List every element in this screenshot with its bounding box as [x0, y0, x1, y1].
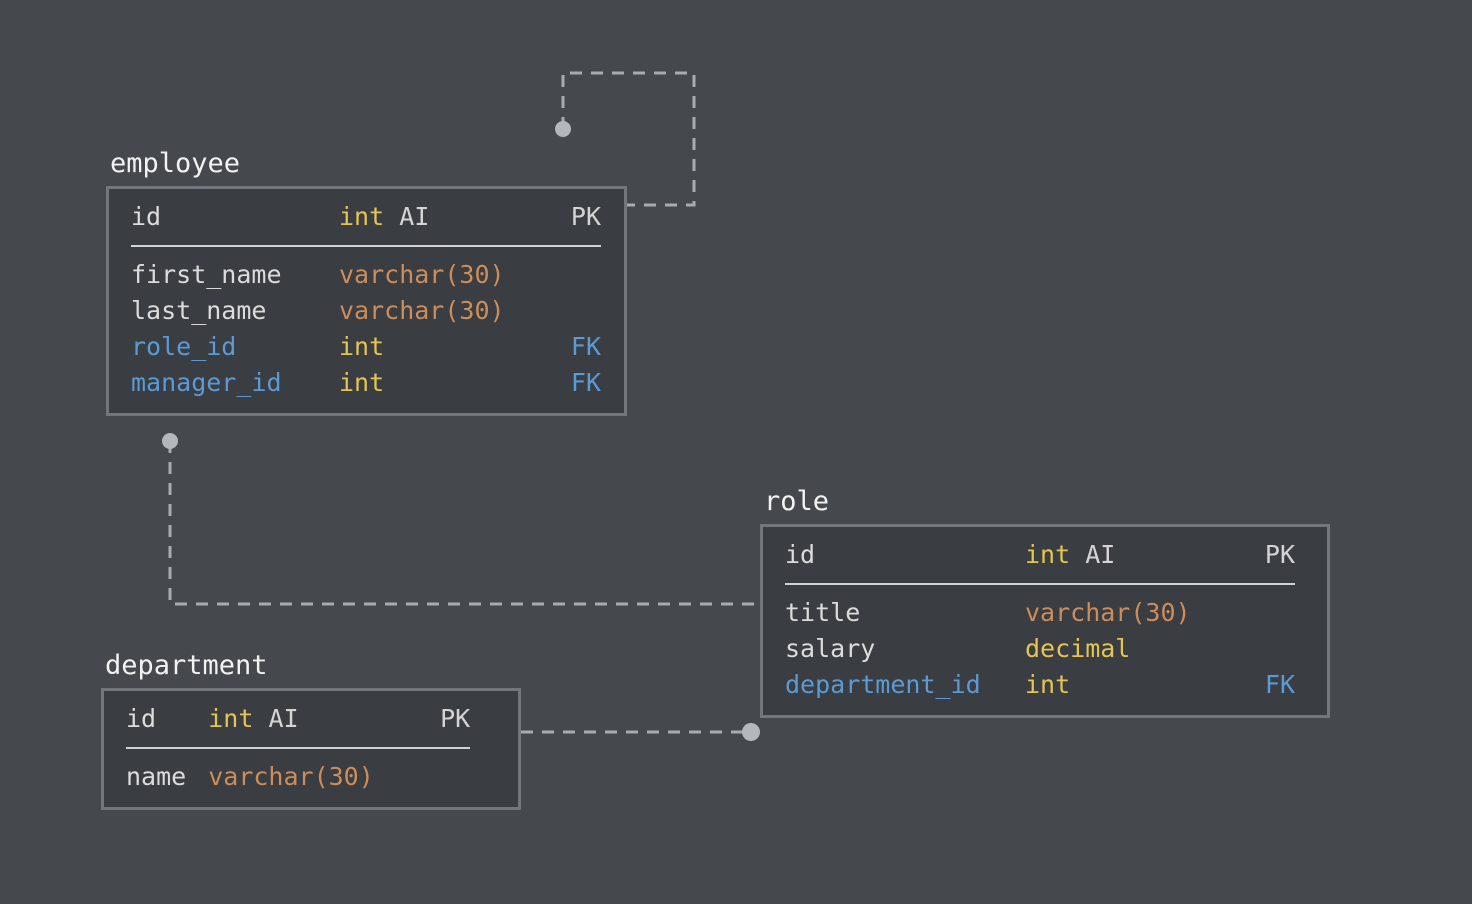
header-divider-row	[785, 575, 1295, 595]
field-table-department: id int AI PK name varchar(30)	[126, 701, 471, 795]
field-key-manager-id: FK	[570, 368, 601, 397]
field-key-salary	[1235, 631, 1295, 667]
connector-line-self-reference	[561, 71, 696, 207]
field-type-id: int AI	[339, 199, 541, 237]
pk-divider	[785, 583, 1295, 585]
field-type-department-id: int	[1025, 670, 1071, 699]
field-name-department-id: department_id	[785, 670, 981, 699]
field-name-name: name	[126, 762, 187, 791]
field-key-last-name	[541, 293, 601, 329]
connector-endpoint-dot-manager	[555, 121, 571, 137]
field-key-title	[1235, 595, 1295, 631]
field-type-id: int AI	[1025, 537, 1235, 575]
entity-box-role[interactable]: id int AI PK title varchar(30) salary	[760, 524, 1330, 718]
entity-department[interactable]: department id int AI PK name varchar(30)	[101, 650, 521, 810]
field-name-manager-id: manager_id	[131, 368, 282, 397]
connector-employee-manager-self-reference	[555, 71, 696, 207]
field-key-department-id: FK	[1264, 670, 1295, 699]
table-row: manager_id int FK	[131, 365, 601, 401]
table-row: id int AI PK	[131, 199, 601, 237]
field-auto-increment-label: AI	[399, 202, 430, 231]
field-auto-increment-flag	[1070, 540, 1085, 569]
table-row: department_id int FK	[785, 667, 1295, 703]
field-table-role: id int AI PK title varchar(30) salary	[785, 537, 1295, 703]
table-row: last_name varchar(30)	[131, 293, 601, 329]
table-row: first_name varchar(30)	[131, 257, 601, 293]
field-type-role-id: int	[339, 332, 385, 361]
field-key-first-name	[541, 257, 601, 293]
field-auto-increment-label: AI	[1085, 540, 1116, 569]
field-type-id: int AI	[208, 701, 410, 739]
field-type-salary: decimal	[1025, 634, 1131, 663]
entity-box-employee[interactable]: id int AI PK first_name varchar(30) last…	[106, 186, 627, 416]
entity-employee[interactable]: employee id int AI PK first_name varchar…	[106, 148, 627, 416]
field-name-salary: salary	[785, 634, 876, 663]
field-type-value: int	[1025, 540, 1071, 569]
field-key-name	[410, 759, 470, 795]
field-key-id: PK	[440, 704, 471, 733]
field-type-last-name: varchar(30)	[339, 296, 505, 325]
entity-title-department: department	[105, 650, 268, 681]
entity-title-role: role	[764, 486, 830, 517]
field-name-id: id	[131, 202, 162, 231]
table-row: salary decimal	[785, 631, 1295, 667]
field-name-title: title	[785, 598, 861, 627]
table-row: role_id int FK	[131, 329, 601, 365]
field-table-employee: id int AI PK first_name varchar(30) last…	[131, 199, 601, 401]
field-type-value: int	[339, 202, 385, 231]
field-auto-increment-label: AI	[268, 704, 299, 733]
connector-role-department	[521, 723, 760, 741]
field-type-name: varchar(30)	[208, 762, 374, 791]
field-type-title: varchar(30)	[1025, 598, 1191, 627]
pk-divider	[126, 747, 471, 749]
field-name-id: id	[126, 704, 157, 733]
table-row: title varchar(30)	[785, 595, 1295, 631]
field-type-value: int	[208, 704, 254, 733]
entity-box-department[interactable]: id int AI PK name varchar(30)	[101, 688, 521, 810]
field-key-role-id: FK	[570, 332, 601, 361]
connector-line-employee-role	[168, 441, 762, 606]
table-row: id int AI PK	[785, 537, 1295, 575]
header-divider-row	[131, 237, 601, 257]
table-row: name varchar(30)	[126, 759, 470, 795]
connector-endpoint-dot-role-id	[162, 433, 178, 449]
pk-divider	[131, 245, 601, 247]
field-key-id: PK	[1264, 540, 1295, 569]
entity-title-employee: employee	[110, 148, 241, 179]
field-type-first-name: varchar(30)	[339, 260, 505, 289]
field-type-manager-id: int	[339, 368, 385, 397]
field-name-id: id	[785, 540, 816, 569]
table-row: id int AI PK	[126, 701, 470, 739]
field-key-id: PK	[570, 202, 601, 231]
field-name-last-name: last_name	[131, 296, 267, 325]
header-divider-row	[126, 739, 471, 759]
connector-employee-role	[162, 433, 762, 606]
field-name-role-id: role_id	[131, 332, 237, 361]
field-auto-increment-flag	[384, 202, 399, 231]
entity-role[interactable]: role id int AI PK title varchar(30)	[760, 486, 1330, 718]
field-auto-increment-flag	[253, 704, 268, 733]
field-name-first-name: first_name	[131, 260, 282, 289]
connector-endpoint-dot-department-id	[742, 723, 760, 741]
